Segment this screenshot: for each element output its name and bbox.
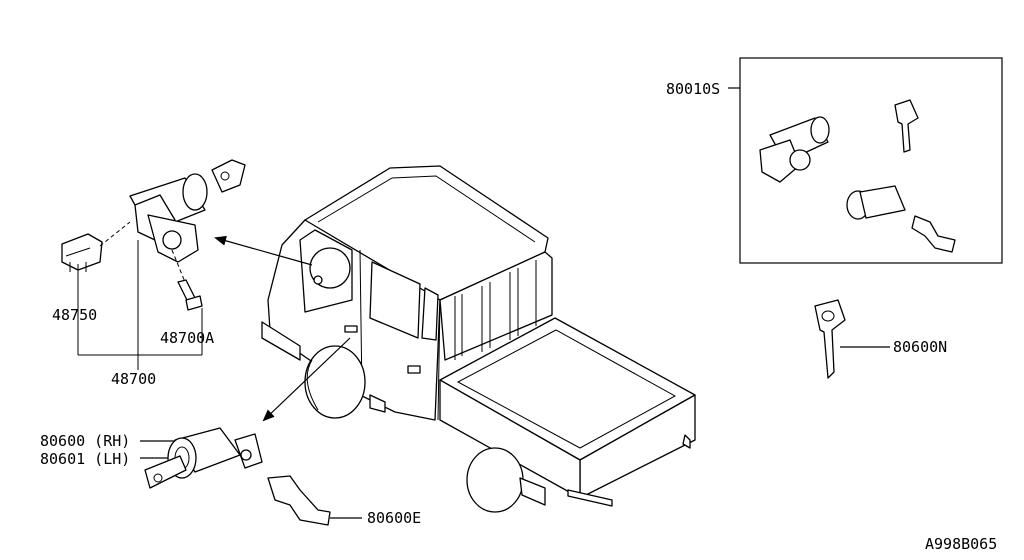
door-lock-cylinder — [140, 427, 263, 479]
label-80600n: 80600N — [893, 338, 947, 356]
label-48700: 48700 — [111, 370, 156, 388]
diagram-code: A998B065 — [925, 535, 997, 553]
key-kit-frame — [739, 57, 1003, 264]
door-arrow — [262, 337, 351, 422]
ignition-leaders — [77, 240, 203, 370]
door-lock-rod — [267, 475, 362, 526]
label-80600e: 80600E — [367, 509, 421, 527]
label-80601-lh: 80601 (LH) — [40, 450, 130, 468]
kit-components — [759, 99, 956, 253]
steering-wheel-area — [309, 247, 351, 289]
label-80010s: 80010S — [666, 80, 720, 98]
label-80600-rh: 80600 (RH) — [40, 432, 130, 450]
label-48750: 48750 — [52, 306, 97, 324]
key-blank — [814, 299, 890, 379]
door-key — [144, 455, 187, 489]
ignition-arrow — [214, 235, 313, 266]
truck-illustration — [261, 165, 696, 513]
label-48700a: 48700A — [160, 329, 214, 347]
ignition-lock-assembly — [61, 159, 246, 311]
